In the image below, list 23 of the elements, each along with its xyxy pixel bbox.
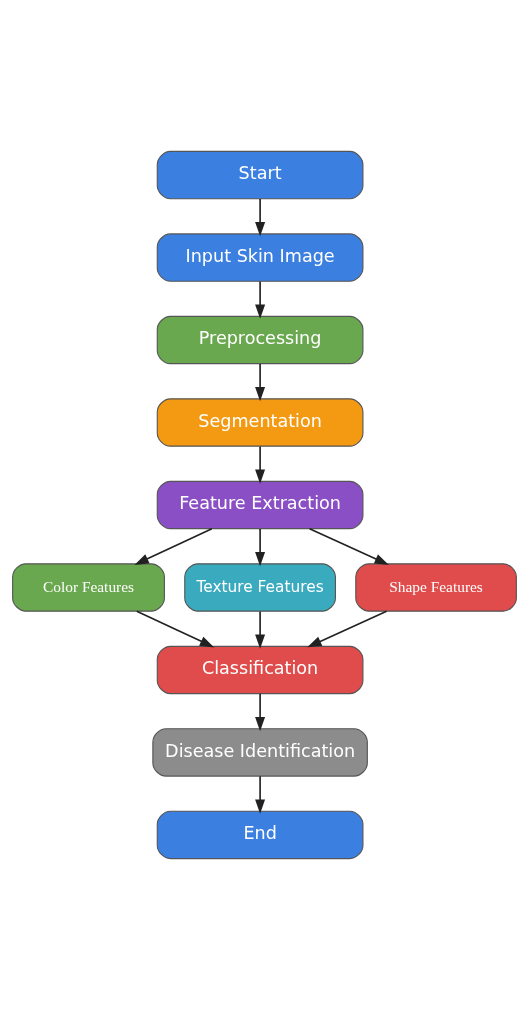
arrow bbox=[255, 280, 266, 319]
arrow bbox=[255, 610, 266, 649]
arrow bbox=[307, 609, 388, 647]
arrow bbox=[255, 362, 266, 401]
node-box: Shape Features bbox=[355, 562, 517, 612]
node-box: Feature Extraction bbox=[156, 480, 364, 529]
arrow bbox=[255, 692, 266, 731]
node-box: Disease Identification bbox=[152, 727, 368, 777]
arrow bbox=[255, 445, 266, 484]
node-box: End bbox=[156, 810, 364, 859]
arrow bbox=[134, 527, 213, 565]
node-box: Start bbox=[156, 150, 364, 199]
node-box: Preprocessing bbox=[156, 315, 364, 364]
arrow bbox=[255, 775, 266, 814]
arrow bbox=[135, 609, 215, 647]
node-box: Input Skin Image bbox=[156, 232, 364, 282]
arrow bbox=[255, 197, 266, 236]
node-box: Texture Features bbox=[184, 562, 336, 612]
node-box: Color Features bbox=[12, 562, 165, 612]
node-box: Segmentation bbox=[156, 397, 364, 447]
arrow bbox=[308, 527, 389, 565]
arrow bbox=[255, 527, 266, 566]
node-box: Classification bbox=[156, 645, 364, 694]
